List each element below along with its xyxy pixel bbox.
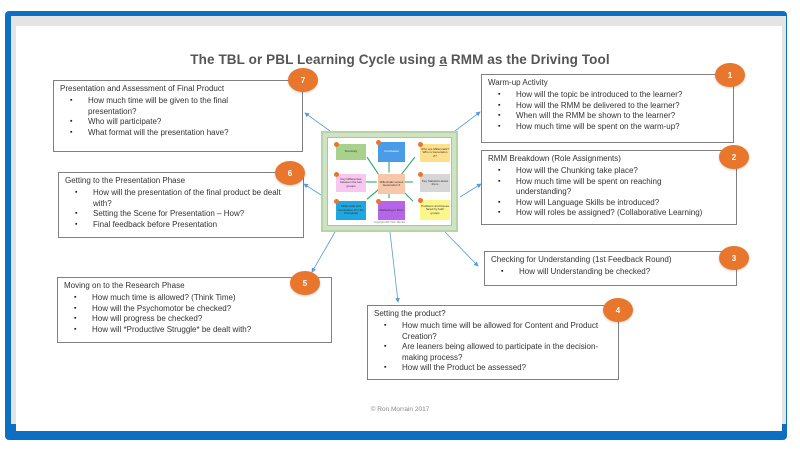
step-bullet: Who will participate? [70,117,296,128]
step-bullet: How much time will be given to the final… [70,96,263,117]
step-bullet: How will the Psychomotor be checked? [74,304,325,315]
step-bullet: How will Understanding be checked? [501,267,730,278]
step-bullets: How will Understanding be checked? [491,267,730,278]
step-bullets: How much time will be allowed for Conten… [374,321,612,374]
rmm-node-problems: Problems and Issues faced by both groups [420,200,450,220]
step-bullets: How will the topic be introduced to the … [488,90,727,132]
rmm-diagram-thumbnail: Summary Conclusion Who are Millennials? … [321,131,458,232]
title-text-start: The TBL or PBL Learning Cycle using [190,52,440,67]
rmm-badge-dot [418,142,423,147]
page-title: The TBL or PBL Learning Cycle using a RM… [0,52,800,67]
step-title: Moving on to the Research Phase [64,281,185,290]
rmm-badge-dot [418,198,423,203]
step-bullet: How much time will be spent on the warm-… [498,122,727,133]
step-number-badge-4: 4 [603,298,633,322]
step-bullet: How will the RMM be delivered to the lea… [498,101,727,112]
step-bullet: How will progress be checked? [74,314,325,325]
step-title: RMM Breakdown (Role Assignments) [488,154,621,163]
step-bullet: How will Language Skills be introduced? [498,198,730,209]
title-text-end: RMM as the Driving Tool [447,52,610,67]
step-bullet: When will the RMM be shown to the learne… [498,111,727,122]
step-number-badge-6: 6 [275,161,305,185]
rmm-node-center: Millennials versus Generation Z [378,174,405,194]
step-number-badge-1: 1 [715,63,745,87]
step-bullet: How much time will be spent on reaching … [498,177,691,198]
rmm-badge-dot [376,199,381,204]
step-number-badge-7: 7 [288,68,318,92]
step-bullet: How will the Chunking take place? [498,166,730,177]
copyright-notice: © Ron Morrain 2017 [370,406,430,413]
step-bullet: How will the Product be assessed? [384,363,612,374]
step-box-6: Getting to the Presentation Phase How wi… [58,172,304,238]
rmm-badge-dot [334,172,339,177]
rmm-copyright: Copyright 2017 Ron Morrain [373,221,406,224]
step-bullet: How much time is allowed? (Think Time) [74,293,325,304]
rmm-badge-dot [418,172,423,177]
rmm-node-conclusion: Conclusion [378,142,405,162]
step-bullets: How will the Chunking take place? How mu… [488,166,730,219]
rmm-canvas: Summary Conclusion Who are Millennials? … [327,137,452,226]
rmm-badge-dot [334,142,339,147]
step-box-1: Warm-up Activity How will the topic be i… [481,74,734,143]
step-number-badge-2: 2 [719,145,749,169]
step-bullet: What format will the presentation have? [70,128,296,139]
rmm-node-workplace: Millennials and Generation Z in the Work… [336,201,366,220]
step-bullet: Setting the Scene for Presentation – How… [75,209,297,220]
step-bullet: Are leaners being allowed to participate… [384,342,602,363]
step-number-badge-3: 3 [719,246,749,270]
step-title: Getting to the Presentation Phase [65,176,186,185]
step-bullet: How will *Productive Struggle* be dealt … [74,325,325,336]
step-bullet: How will roles be assigned? (Collaborati… [498,208,730,219]
step-bullet: How will the topic be introduced to the … [498,90,727,101]
step-bullets: How much time is allowed? (Think Time) H… [64,293,325,335]
step-number-badge-5: 5 [290,271,320,295]
rmm-node-marketing: Marketing to them [378,201,405,220]
step-title: Checking for Understanding (1st Feedback… [491,255,672,264]
step-box-7: Presentation and Assessment of Final Pro… [53,80,303,152]
step-bullet: How much time will be allowed for Conten… [384,321,602,342]
rmm-badge-dot [376,140,381,145]
rmm-node-differences: Key Differences between the two groups [336,174,366,192]
step-title: Warm-up Activity [488,78,548,87]
title-underlined-word: a [439,52,448,67]
rmm-node-statistics: Key Statistics about them [420,174,450,192]
step-bullets: How will the presentation of the final p… [65,188,297,230]
step-title: Setting the product? [374,309,446,318]
step-bullet: How will the presentation of the final p… [75,188,288,209]
step-box-5: Moving on to the Research Phase How much… [57,277,332,343]
rmm-badge-dot [334,199,339,204]
step-box-2: RMM Breakdown (Role Assignments) How wil… [481,150,737,225]
step-bullets: How much time will be given to the final… [60,96,296,138]
step-box-3: Checking for Understanding (1st Feedback… [484,251,737,286]
rmm-node-summary: Summary [336,144,366,160]
step-bullet: Final feedback before Presentation [75,220,297,231]
step-title: Presentation and Assessment of Final Pro… [60,84,225,93]
rmm-node-who: Who are Millennials? Who is Generation Z… [420,144,450,162]
step-box-4: Setting the product? How much time will … [367,305,619,380]
